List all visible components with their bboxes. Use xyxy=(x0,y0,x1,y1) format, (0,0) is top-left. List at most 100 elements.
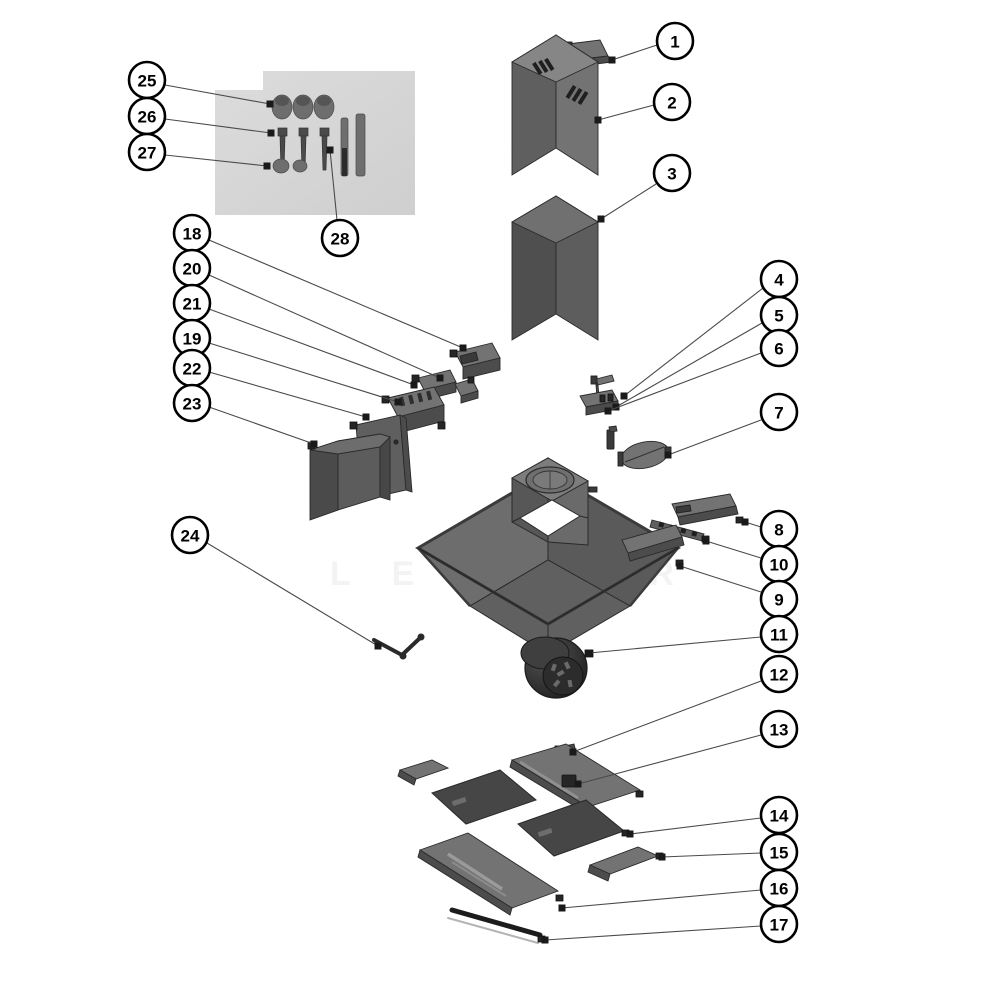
leader-tip-23 xyxy=(310,440,318,448)
leader-line-20 xyxy=(208,274,441,379)
leader-tip-10 xyxy=(702,537,710,545)
callout-27[interactable]: 27 xyxy=(127,132,167,172)
leader-tip-1 xyxy=(608,56,616,64)
leader-tip-13 xyxy=(574,780,582,788)
leader-line-26 xyxy=(164,118,272,134)
callout-label-27: 27 xyxy=(138,144,157,163)
callout-circle-3[interactable] xyxy=(652,153,692,193)
callout-1[interactable]: 1 xyxy=(655,21,695,61)
callout-3[interactable]: 3 xyxy=(652,153,692,193)
callout-23[interactable]: 23 xyxy=(172,383,212,423)
hardware-inset-group xyxy=(215,71,415,215)
callout-7[interactable]: 7 xyxy=(759,392,799,432)
filter-rail-upper-left xyxy=(397,759,450,786)
callout-circle-11[interactable] xyxy=(759,614,799,654)
callout-circle-7[interactable] xyxy=(759,392,799,432)
callout-15[interactable]: 15 xyxy=(759,832,799,872)
callout-8[interactable]: 8 xyxy=(759,509,799,549)
leader-line-9 xyxy=(679,565,762,593)
leader-line-5 xyxy=(615,322,763,408)
leader-line-3 xyxy=(600,183,657,220)
lower-chimney-flue-part xyxy=(511,195,599,341)
callout-20[interactable]: 20 xyxy=(172,248,212,288)
callout-label-25: 25 xyxy=(138,72,157,91)
leader-tip-20 xyxy=(436,374,444,382)
leader-line-10 xyxy=(705,540,762,559)
callout-4[interactable]: 4 xyxy=(759,259,799,299)
callout-2[interactable]: 2 xyxy=(652,82,692,122)
control-board-connector-part xyxy=(606,425,618,450)
callout-13[interactable]: 13 xyxy=(759,709,799,749)
callout-26[interactable]: 26 xyxy=(127,96,167,136)
leader-tip-6 xyxy=(604,407,612,415)
leader-tip-4 xyxy=(620,392,628,400)
leader-tip-11 xyxy=(585,649,593,657)
leader-tip-5 xyxy=(612,403,620,411)
callout-22[interactable]: 22 xyxy=(172,348,212,388)
callout-9[interactable]: 9 xyxy=(759,579,799,619)
callout-circle-23[interactable] xyxy=(172,383,212,423)
leader-line-7 xyxy=(667,419,762,456)
callout-circle-13[interactable] xyxy=(759,709,799,749)
bolt-set-part xyxy=(340,113,366,177)
leader-line-6 xyxy=(607,352,762,412)
callout-10[interactable]: 10 xyxy=(759,544,799,584)
leader-line-13 xyxy=(577,734,762,785)
callout-circle-28[interactable] xyxy=(320,218,360,258)
leader-lines-group xyxy=(164,44,764,944)
callout-12[interactable]: 12 xyxy=(759,654,799,694)
callout-24[interactable]: 24 xyxy=(170,515,210,555)
callout-circle-2[interactable] xyxy=(652,82,692,122)
leader-tip-24 xyxy=(374,642,382,650)
callout-circle-1[interactable] xyxy=(655,21,695,61)
callout-6[interactable]: 6 xyxy=(759,328,799,368)
callout-16[interactable]: 16 xyxy=(759,868,799,908)
leader-line-23 xyxy=(208,406,315,445)
light-housing-left-part xyxy=(621,524,685,567)
leader-line-27 xyxy=(164,154,268,167)
callout-label-6: 6 xyxy=(774,340,783,359)
callout-label-20: 20 xyxy=(183,260,202,279)
leader-tip-17 xyxy=(541,936,549,944)
damper-flap-part xyxy=(617,440,672,470)
callout-17[interactable]: 17 xyxy=(759,904,799,944)
callout-circle-24[interactable] xyxy=(170,515,210,555)
callout-label-3: 3 xyxy=(667,165,676,184)
callout-14[interactable]: 14 xyxy=(759,795,799,835)
leader-line-24 xyxy=(206,542,379,647)
callout-label-2: 2 xyxy=(667,94,676,113)
callout-label-24: 24 xyxy=(181,527,200,546)
callout-label-7: 7 xyxy=(774,404,783,423)
callout-label-19: 19 xyxy=(183,330,202,349)
callout-25[interactable]: 25 xyxy=(127,60,167,100)
flue-vent-slots xyxy=(532,57,589,105)
callout-label-18: 18 xyxy=(183,225,202,244)
leader-line-19 xyxy=(208,342,399,403)
callout-18[interactable]: 18 xyxy=(172,213,212,253)
leader-line-22 xyxy=(208,371,367,418)
callout-label-12: 12 xyxy=(770,666,789,685)
callout-11[interactable]: 11 xyxy=(759,614,799,654)
leader-line-18 xyxy=(208,239,464,349)
chimney-mounting-bracket-part xyxy=(307,433,391,521)
callout-label-4: 4 xyxy=(774,271,784,290)
leader-tip-25 xyxy=(266,100,274,108)
blower-motor-assembly-part xyxy=(520,636,594,699)
callout-label-15: 15 xyxy=(770,844,789,863)
baffle-filter-upper-part xyxy=(431,769,538,825)
leader-line-14 xyxy=(629,817,762,835)
filter-rail-long-part xyxy=(417,832,564,916)
callout-circle-12[interactable] xyxy=(759,654,799,694)
callout-circle-6[interactable] xyxy=(759,328,799,368)
leader-tip-19 xyxy=(394,398,402,406)
callout-5[interactable]: 5 xyxy=(759,295,799,335)
callout-28[interactable]: 28 xyxy=(320,218,360,258)
callout-circle-17[interactable] xyxy=(759,904,799,944)
leader-tip-2 xyxy=(594,116,602,124)
callout-circle-27[interactable] xyxy=(127,132,167,172)
switch-module-part xyxy=(449,342,501,380)
callout-label-21: 21 xyxy=(183,295,202,314)
leader-tip-28 xyxy=(326,146,334,154)
callout-21[interactable]: 21 xyxy=(172,283,212,323)
